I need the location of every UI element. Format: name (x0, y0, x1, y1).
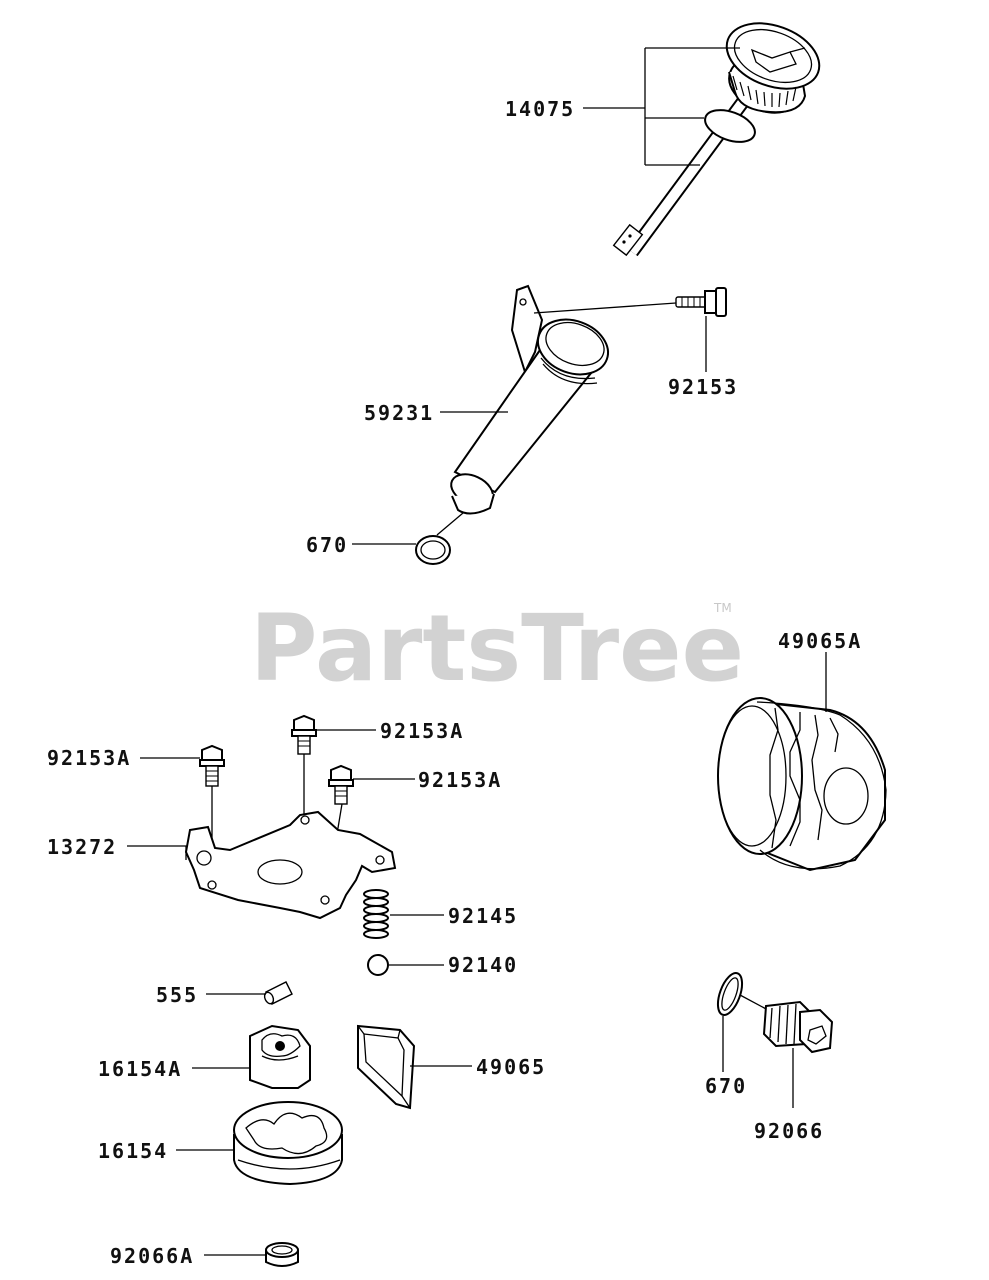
spring-92145-part[interactable] (363, 889, 389, 939)
watermark-trademark: TM (713, 601, 732, 615)
label-92153A-1[interactable]: 92153A (47, 746, 131, 770)
oil-filler-tube-part[interactable] (446, 284, 616, 515)
label-92140[interactable]: 92140 (448, 953, 518, 977)
label-92153[interactable]: 92153 (668, 375, 738, 399)
bolt-92153A-2-part[interactable] (291, 714, 317, 755)
ball-92140-part[interactable] (367, 954, 389, 976)
bolt-92153A-3-part[interactable] (328, 764, 354, 805)
label-92066A[interactable]: 92066A (110, 1244, 194, 1268)
label-92153A-3[interactable]: 92153A (418, 768, 502, 792)
label-16154[interactable]: 16154 (98, 1139, 168, 1163)
label-59231[interactable]: 59231 (364, 401, 434, 425)
drain-plug-92066-part[interactable] (762, 1000, 834, 1054)
plate-13272-part[interactable] (184, 810, 397, 920)
label-16154A[interactable]: 16154A (98, 1057, 182, 1081)
label-670-bottom[interactable]: 670 (705, 1074, 747, 1098)
label-14075[interactable]: 14075 (505, 97, 575, 121)
label-49065[interactable]: 49065 (476, 1055, 546, 1079)
outer-rotor-16154-part[interactable] (233, 1101, 343, 1186)
bolt-92153A-1-part[interactable] (199, 744, 225, 787)
label-49065A[interactable]: 49065A (778, 629, 862, 653)
oil-filter-part[interactable] (717, 697, 887, 872)
label-670-top[interactable]: 670 (306, 533, 348, 557)
label-13272[interactable]: 13272 (47, 835, 117, 859)
label-92153A-2[interactable]: 92153A (380, 719, 464, 743)
dipstick-part[interactable] (612, 11, 829, 257)
bolt-92153-part[interactable] (675, 287, 727, 317)
o-ring-670-bottom-part[interactable] (713, 970, 747, 1018)
inner-rotor-16154A-part[interactable] (249, 1024, 311, 1089)
collar-92066A-part[interactable] (265, 1242, 299, 1267)
label-555[interactable]: 555 (156, 983, 198, 1007)
leader-14075 (583, 47, 740, 166)
label-92145[interactable]: 92145 (448, 904, 518, 928)
gasket-49065-part[interactable] (357, 1024, 416, 1110)
watermark-text: PartsTree (250, 595, 744, 702)
label-92066[interactable]: 92066 (754, 1119, 824, 1143)
pin-555-part[interactable] (263, 981, 293, 1005)
leader-92153-axis (533, 302, 677, 314)
